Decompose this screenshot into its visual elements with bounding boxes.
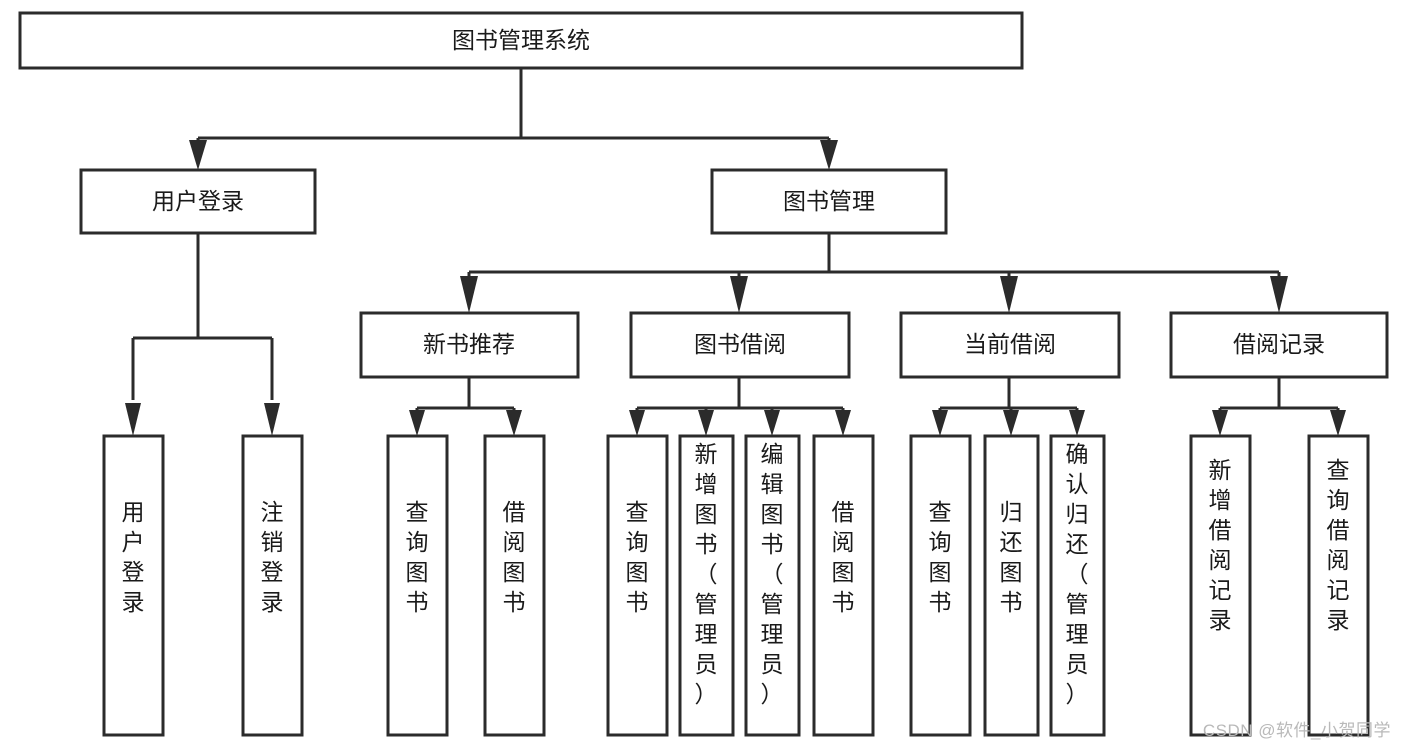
node-leaf-borrow-book[interactable]: 借阅图书 xyxy=(812,434,875,737)
node-leaf-query-book-borrow-label: 查询图书 xyxy=(626,499,649,615)
node-leaf-borrow-book-label: 借阅图书 xyxy=(832,499,855,615)
arrowhead-leaf-borrow-book-rec xyxy=(506,410,522,436)
node-leaf-return-book-label: 归还图书 xyxy=(1000,499,1023,615)
arrowhead-leaf-add-record xyxy=(1212,410,1228,436)
node-leaf-query-book-borrow[interactable]: 查询图书 xyxy=(606,434,669,737)
arrowhead-leaf-confirm-return xyxy=(1069,410,1085,436)
arrowhead-leaf-user-logout xyxy=(264,403,280,436)
node-leaf-return-book-box[interactable] xyxy=(983,434,1040,737)
node-leaf-query-book-borrow-box[interactable] xyxy=(606,434,669,737)
node-leaf-query-book-rec-label: 查询图书 xyxy=(406,499,429,615)
node-leaf-borrow-book-rec[interactable]: 借阅图书 xyxy=(483,434,546,737)
arrowhead-book-borrow xyxy=(730,276,748,313)
node-book-manage-label: 图书管理 xyxy=(783,188,875,214)
node-leaf-confirm-return-box[interactable] xyxy=(1049,434,1106,737)
node-leaf-user-login-label: 用户登录 xyxy=(122,499,145,615)
node-leaf-edit-book-box[interactable] xyxy=(744,434,801,737)
node-leaf-borrow-book-rec-label: 借阅图书 xyxy=(503,499,526,615)
node-leaf-query-book-cur-box[interactable] xyxy=(909,434,972,737)
node-new-book-recommend-box[interactable] xyxy=(359,311,580,379)
connector-group-root xyxy=(189,68,838,170)
node-leaf-user-logout[interactable]: 注销登录 xyxy=(241,434,304,737)
node-user-login[interactable]: 用户登录 xyxy=(79,168,317,235)
node-leaf-user-login-box[interactable] xyxy=(102,434,165,737)
connector-group-new-book-recommend xyxy=(409,377,522,436)
node-leaf-query-book-cur-label: 查询图书 xyxy=(929,499,952,615)
node-leaf-user-logout-label: 注销登录 xyxy=(261,499,284,615)
node-leaf-query-book-rec[interactable]: 查询图书 xyxy=(386,434,449,737)
node-book-manage[interactable]: 图书管理 xyxy=(710,168,948,235)
node-leaf-add-book[interactable]: 新增图书（管理员） xyxy=(678,434,735,737)
node-leaf-add-book-label: 新增图书（管理员） xyxy=(695,441,718,707)
node-book-borrow[interactable]: 图书借阅 xyxy=(629,311,851,379)
node-leaf-add-record-label: 新增借阅记录 xyxy=(1209,457,1232,633)
node-root[interactable]: 图书管理系统 xyxy=(18,11,1024,70)
node-leaf-edit-book-label: 编辑图书（管理员） xyxy=(761,441,784,707)
node-leaf-query-record-box[interactable] xyxy=(1307,434,1370,737)
arrowhead-leaf-query-record xyxy=(1330,410,1346,436)
node-new-book-recommend-label: 新书推荐 xyxy=(423,331,515,357)
node-leaf-borrow-book-box[interactable] xyxy=(812,434,875,737)
node-leaf-add-record[interactable]: 新增借阅记录 xyxy=(1189,434,1252,737)
node-leaf-query-book-cur[interactable]: 查询图书 xyxy=(909,434,972,737)
node-user-login-label: 用户登录 xyxy=(152,188,244,214)
arrowhead-leaf-query-book-cur xyxy=(932,410,948,436)
arrowhead-leaf-borrow-book xyxy=(835,410,851,436)
node-new-book-recommend[interactable]: 新书推荐 xyxy=(359,311,580,379)
csdn-watermark: CSDN @软件_小贺同学 xyxy=(1202,721,1391,740)
node-leaf-add-book-box[interactable] xyxy=(678,434,735,737)
arrowhead-book-manage xyxy=(820,140,838,170)
arrowhead-leaf-edit-book xyxy=(764,410,780,436)
connector-group-borrow-record xyxy=(1212,377,1346,436)
node-leaf-return-book[interactable]: 归还图书 xyxy=(983,434,1040,737)
connector-group-book-borrow xyxy=(629,377,851,436)
node-borrow-record-box[interactable] xyxy=(1169,311,1389,379)
node-borrow-record-label: 借阅记录 xyxy=(1233,331,1325,357)
node-book-borrow-label: 图书借阅 xyxy=(694,331,786,357)
node-current-borrow[interactable]: 当前借阅 xyxy=(899,311,1121,379)
node-leaf-user-logout-box[interactable] xyxy=(241,434,304,737)
node-current-borrow-label: 当前借阅 xyxy=(964,331,1056,357)
arrowhead-new-book-recommend xyxy=(460,276,478,313)
arrowhead-leaf-query-book-borrow xyxy=(629,410,645,436)
connector-group-book-manage xyxy=(460,233,1288,313)
node-leaf-query-record[interactable]: 查询借阅记录 xyxy=(1307,434,1370,737)
node-borrow-record[interactable]: 借阅记录 xyxy=(1169,311,1389,379)
arrowhead-user-login xyxy=(189,140,207,170)
arrowhead-current-borrow xyxy=(1000,276,1018,313)
node-book-borrow-box[interactable] xyxy=(629,311,851,379)
connector-group-user-login xyxy=(125,233,280,436)
node-leaf-add-record-box[interactable] xyxy=(1189,434,1252,737)
connector-group-current-borrow xyxy=(932,377,1085,436)
arrowhead-leaf-add-book xyxy=(698,410,714,436)
arrowhead-borrow-record xyxy=(1270,276,1288,313)
node-root-label: 图书管理系统 xyxy=(452,27,590,53)
node-root-box[interactable] xyxy=(18,11,1024,70)
node-leaf-query-book-rec-box[interactable] xyxy=(386,434,449,737)
node-leaf-edit-book[interactable]: 编辑图书（管理员） xyxy=(744,434,801,737)
node-leaf-query-record-label: 查询借阅记录 xyxy=(1327,457,1350,633)
node-leaf-borrow-book-rec-box[interactable] xyxy=(483,434,546,737)
node-user-login-box[interactable] xyxy=(79,168,317,235)
node-current-borrow-box[interactable] xyxy=(899,311,1121,379)
node-leaf-confirm-return-label: 确认归还（管理员） xyxy=(1066,441,1089,707)
node-leaf-user-login[interactable]: 用户登录 xyxy=(102,434,165,737)
arrowhead-leaf-query-book-rec xyxy=(409,410,425,436)
node-leaf-confirm-return[interactable]: 确认归还（管理员） xyxy=(1049,434,1106,737)
arrowhead-leaf-return-book xyxy=(1003,410,1019,436)
arrowhead-leaf-user-login xyxy=(125,403,141,436)
node-book-manage-box[interactable] xyxy=(710,168,948,235)
